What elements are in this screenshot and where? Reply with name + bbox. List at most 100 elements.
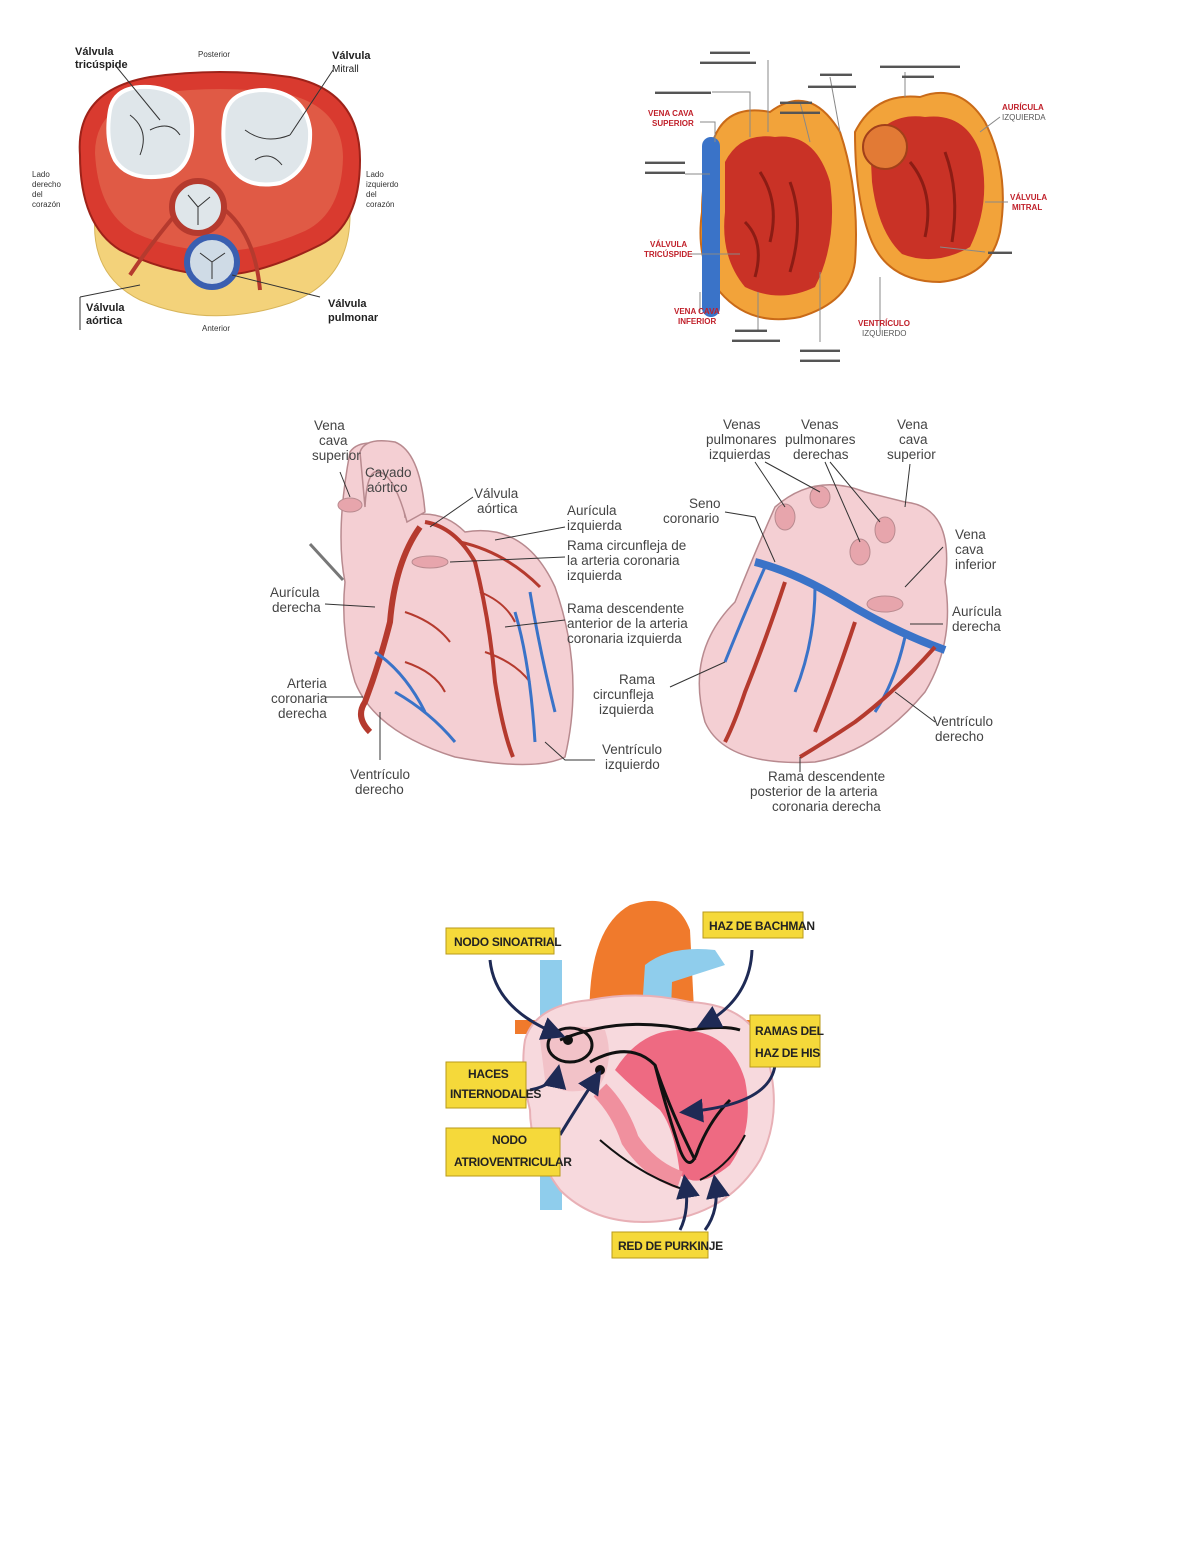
back-circumflex-2: circunfleja bbox=[593, 687, 654, 702]
back-rv-1: Ventrículo bbox=[933, 714, 993, 729]
label-left-side-3: del bbox=[366, 190, 377, 199]
back-ivc-3: inferior bbox=[955, 557, 997, 572]
svg-text:▬▬▬▬▬▬▬▬▬▬: ▬▬▬▬▬▬▬▬▬▬ bbox=[880, 61, 960, 70]
back-lpv-3: izquierdas bbox=[709, 447, 771, 462]
front-svc-3: superior bbox=[312, 448, 361, 463]
label-mitral-2: Mitrall bbox=[332, 64, 359, 75]
svg-text:▬▬▬▬▬▬: ▬▬▬▬▬▬ bbox=[808, 81, 856, 90]
back-svc-1: Vena bbox=[897, 417, 928, 432]
label-aortic-2: aórtica bbox=[86, 315, 123, 327]
front-rv-1: Ventrículo bbox=[350, 767, 410, 782]
label-pulmonary-2: pulmonar bbox=[328, 312, 379, 324]
front-rca-1: Arteria bbox=[287, 676, 327, 691]
back-ra-1: Aurícula bbox=[952, 604, 1002, 619]
label-right-side-4: corazón bbox=[32, 200, 60, 209]
back-svc-3: superior bbox=[887, 447, 936, 462]
svg-text:▬▬▬▬▬: ▬▬▬▬▬ bbox=[800, 345, 840, 354]
front-aortic-valve-1: Válvula bbox=[474, 486, 519, 501]
label-lv-2: IZQUIERDO bbox=[862, 329, 906, 338]
svg-text:▬▬▬▬: ▬▬▬▬ bbox=[820, 69, 852, 78]
label-svc-2: SUPERIOR bbox=[652, 119, 694, 128]
front-lad-3: coronaria izquierda bbox=[567, 631, 682, 646]
valves-illustration: Válvula tricúspide Posterior Válvula Mit… bbox=[32, 46, 399, 333]
label-svc-1: VENA CAVA bbox=[648, 109, 694, 118]
back-lpv-1: Venas bbox=[723, 417, 761, 432]
label-posterior: Posterior bbox=[198, 50, 230, 59]
svg-text:▬▬▬▬▬: ▬▬▬▬▬ bbox=[800, 355, 840, 364]
front-circumflex-3: izquierda bbox=[567, 568, 622, 583]
svg-text:▬▬▬▬▬: ▬▬▬▬▬ bbox=[710, 47, 750, 56]
back-svc-2: cava bbox=[899, 432, 928, 447]
tag-his-1: RAMAS DEL bbox=[755, 1024, 824, 1038]
svg-text:▬▬▬▬▬: ▬▬▬▬▬ bbox=[780, 107, 820, 116]
label-la-2: IZQUIERDA bbox=[1002, 113, 1046, 122]
tag-internodal-2: INTERNODALES bbox=[450, 1087, 541, 1101]
svg-text:▬▬▬▬▬: ▬▬▬▬▬ bbox=[645, 157, 685, 166]
back-circumflex-3: izquierda bbox=[599, 702, 654, 717]
front-aortic-valve-2: aórtica bbox=[477, 501, 518, 516]
svg-text:▬▬▬▬▬: ▬▬▬▬▬ bbox=[645, 167, 685, 176]
label-tricuspid-1: VÁLVULA bbox=[650, 240, 687, 249]
back-lpv-2: pulmonares bbox=[706, 432, 777, 447]
back-rpv-3: derechas bbox=[793, 447, 849, 462]
back-rpv-2: pulmonares bbox=[785, 432, 856, 447]
label-left-side-2: izquierdo bbox=[366, 180, 399, 189]
back-circumflex-1: Rama bbox=[619, 672, 656, 687]
label-mitral-1: Válvula bbox=[332, 50, 371, 62]
label-tricuspid-1: Válvula bbox=[75, 46, 114, 58]
front-rca-2: coronaria bbox=[271, 691, 328, 706]
back-rv-2: derecho bbox=[935, 729, 984, 744]
tag-sa-node: NODO SINOATRIAL bbox=[454, 935, 561, 949]
back-pda-3: coronaria derecha bbox=[772, 799, 881, 814]
svg-text:▬▬▬▬▬▬: ▬▬▬▬▬▬ bbox=[732, 335, 780, 344]
label-right-side-3: del bbox=[32, 190, 43, 199]
front-ra-2: derecha bbox=[272, 600, 321, 615]
label-left-side-1: Lado bbox=[366, 170, 384, 179]
label-tricuspid-2: TRICÚSPIDE bbox=[644, 250, 693, 259]
label-pulmonary-1: Válvula bbox=[328, 298, 367, 310]
back-pda-2: posterior de la arteria bbox=[750, 784, 878, 799]
coronary-diagram: Vena cava superior Cayado aórtico Válvul… bbox=[255, 412, 1025, 822]
tricuspid-valve-shape bbox=[106, 84, 195, 180]
back-sinus-2: coronario bbox=[663, 511, 719, 526]
back-ra-2: derecha bbox=[952, 619, 1001, 634]
back-sinus-1: Seno bbox=[689, 496, 721, 511]
valves-diagram: Válvula tricúspide Posterior Válvula Mit… bbox=[20, 35, 420, 345]
front-lad-1: Rama descendente bbox=[567, 601, 684, 616]
front-la-2: izquierda bbox=[567, 518, 622, 533]
back-ivc-1: Vena bbox=[955, 527, 986, 542]
front-arch-2: aórtico bbox=[367, 480, 408, 495]
conduction-illustration: NODO SINOATRIAL HAZ DE BACHMAN RAMAS DEL… bbox=[445, 900, 824, 1259]
front-rv-2: derecho bbox=[355, 782, 404, 797]
conduction-diagram: NODO SINOATRIAL HAZ DE BACHMAN RAMAS DEL… bbox=[440, 890, 830, 1265]
vena-cava-section bbox=[702, 137, 720, 317]
aortic-arch bbox=[359, 440, 426, 524]
front-svc-1: Vena bbox=[314, 418, 345, 433]
mitral-valve-shape bbox=[221, 87, 313, 187]
label-mitral-1: VÁLVULA bbox=[1010, 193, 1047, 202]
coronary-illustration: Vena cava superior Cayado aórtico Válvul… bbox=[270, 417, 1002, 814]
front-la-1: Aurícula bbox=[567, 503, 617, 518]
back-pda-1: Rama descendente bbox=[768, 769, 885, 784]
label-anterior: Anterior bbox=[202, 324, 230, 333]
label-tricuspid-2: tricúspide bbox=[75, 59, 128, 71]
label-left-side-4: corazón bbox=[366, 200, 394, 209]
front-circumflex-2: la arteria coronaria bbox=[567, 553, 680, 568]
back-ivc-2: cava bbox=[955, 542, 984, 557]
back-lv-2: izquierdo bbox=[605, 757, 660, 772]
svg-text:▬▬▬▬: ▬▬▬▬ bbox=[735, 325, 767, 334]
tag-purkinje: RED DE PURKINJE bbox=[618, 1239, 723, 1253]
label-mitral-2: MITRAL bbox=[1012, 203, 1042, 212]
label-aortic-1: Válvula bbox=[86, 302, 125, 314]
front-ra-1: Aurícula bbox=[270, 585, 320, 600]
label-ivc-1: VENA CAVA bbox=[674, 307, 720, 316]
front-arch-1: Cayado bbox=[365, 465, 412, 480]
back-rpv-1: Venas bbox=[801, 417, 839, 432]
tag-his-2: HAZ DE HIS bbox=[755, 1046, 820, 1060]
front-heart bbox=[340, 442, 574, 766]
tag-internodal-1: HACES bbox=[468, 1067, 509, 1081]
svg-text:▬▬▬▬: ▬▬▬▬ bbox=[902, 71, 934, 80]
label-lv-1: VENTRÍCULO bbox=[858, 319, 910, 328]
label-right-side-1: Lado bbox=[32, 170, 50, 179]
front-circumflex-1: Rama circunfleja de bbox=[567, 538, 686, 553]
